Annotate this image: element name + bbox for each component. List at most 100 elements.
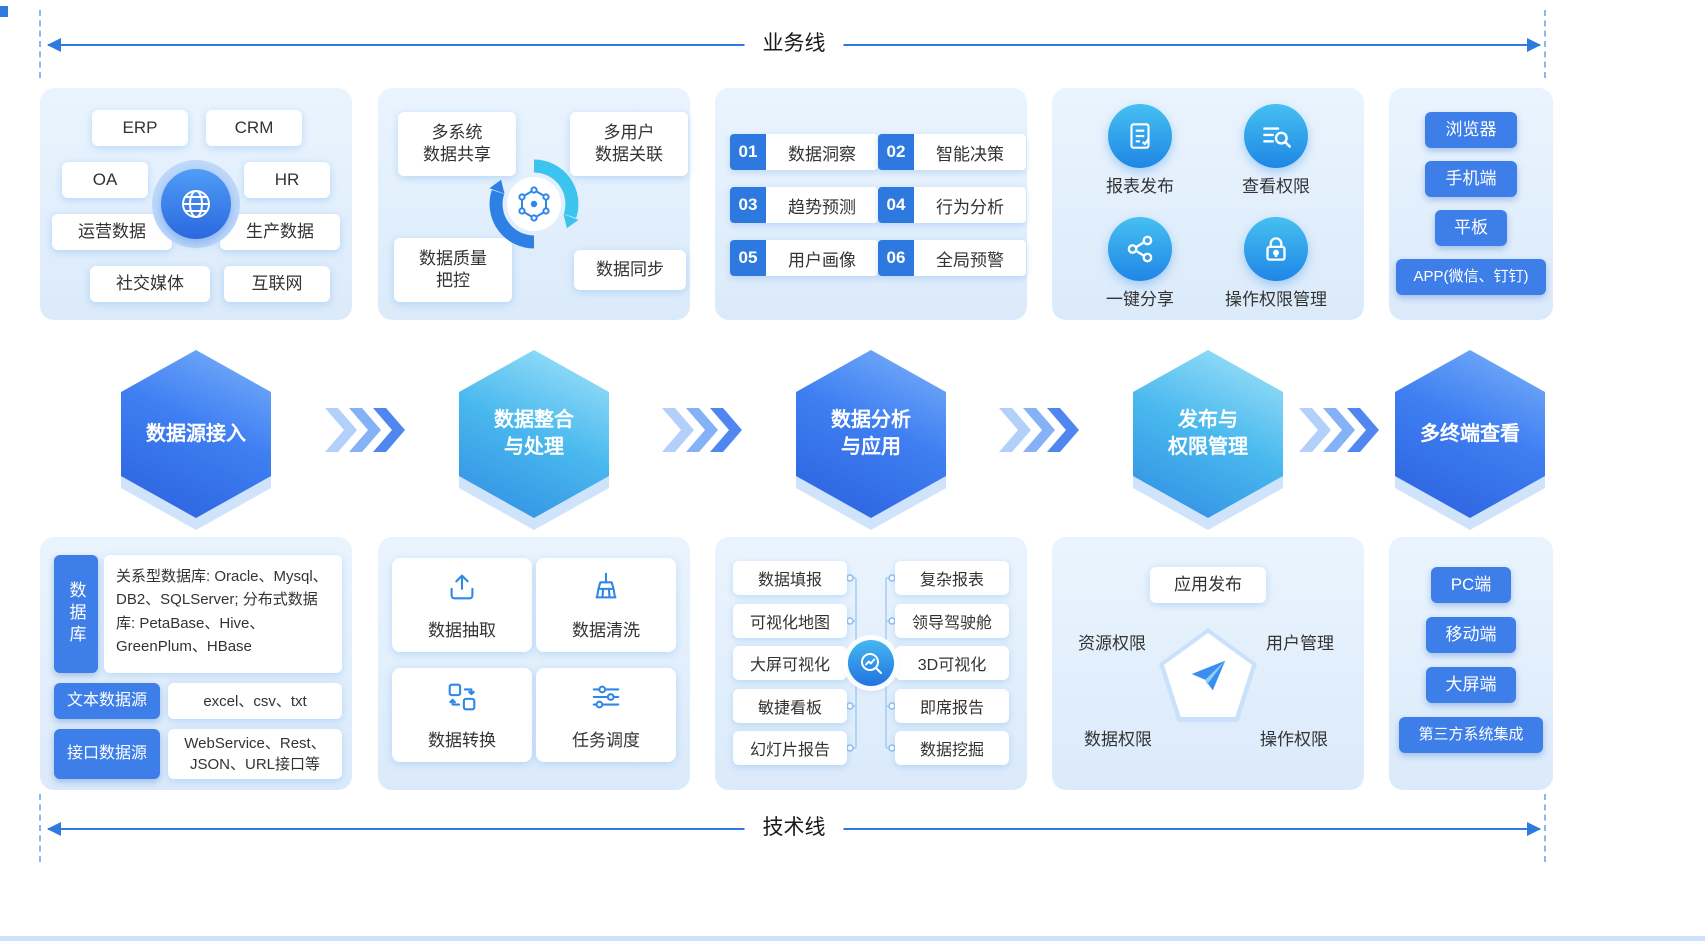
processing-card-label: 数据清洗 [572, 620, 640, 640]
app-chip: 即席报告 [895, 689, 1009, 723]
terminal-button: 手机端 [1425, 161, 1517, 197]
item-label: 智能决策 [914, 134, 1026, 170]
arrowhead-right-icon [1527, 822, 1541, 836]
stage-label-line: 与应用 [841, 436, 901, 458]
panel-terminals: 浏览器 手机端 平板 APP(微信、钉钉) [1389, 88, 1553, 320]
stage-label-line: 数据源接入 [146, 422, 246, 445]
publish-item-label: 报表发布 [1106, 177, 1174, 196]
business-line-label: 业务线 [744, 29, 844, 59]
app-chip: 大屏可视化 [733, 646, 847, 680]
network-icon [518, 186, 550, 222]
item-label: 用户画像 [766, 240, 878, 276]
stage-hexagon: 数据分析 与应用 [786, 346, 956, 532]
terminal-button: 浏览器 [1425, 112, 1517, 148]
stage-label-line: 发布与 [1178, 409, 1238, 431]
publish-item-label: 一键分享 [1106, 290, 1174, 309]
numbered-item: 03 趋势预测 [730, 187, 878, 223]
report-icon [1108, 104, 1172, 168]
permission-label: 资源权限 [1078, 634, 1146, 653]
client-button: 移动端 [1426, 617, 1516, 653]
panel-applications: 数据填报 可视化地图 大屏可视化 敏捷看板 幻灯片报告 复杂报表 领导驾驶舱 3… [715, 537, 1027, 790]
processing-card: 数据清洗 [536, 558, 676, 652]
lock-icon [1244, 217, 1308, 281]
app-chip: 数据填报 [733, 561, 847, 595]
technical-line-label: 技术线 [744, 813, 844, 843]
panel-data-sources: ERP CRM OA HR 运营数据 生产数据 社交媒体 互联网 [40, 88, 352, 320]
source-chip: 互联网 [224, 266, 330, 302]
arrowhead-right-icon [1527, 38, 1541, 52]
app-chip: 数据挖掘 [895, 731, 1009, 765]
item-label: 全局预警 [914, 240, 1026, 276]
item-label: 行为分析 [914, 187, 1026, 223]
panel-client-terminals: PC端 移动端 大屏端 第三方系统集成 [1389, 537, 1553, 790]
item-number: 01 [730, 134, 766, 170]
clean-icon [589, 570, 623, 609]
numbered-item: 06 全局预警 [878, 240, 1026, 276]
integration-chip-line: 数据共享 [423, 145, 491, 164]
chevron-arrow-icon [999, 408, 1079, 452]
paper-plane-icon [1164, 633, 1252, 717]
item-number: 06 [878, 240, 914, 276]
stage-hexagon-face: 数据源接入 [121, 350, 271, 518]
integration-chip-line: 多用户 [603, 122, 655, 142]
source-chip: 生产数据 [220, 214, 340, 250]
stage-hexagon-face: 多终端查看 [1395, 350, 1545, 518]
integration-chip: 多系统 数据共享 [398, 112, 516, 176]
schedule-icon [589, 680, 623, 719]
business-line-arrow: 业务线 [47, 29, 1541, 59]
panel-processing: 数据抽取 数据清洗 数据转换 [378, 537, 690, 790]
permission-label: 用户管理 [1266, 634, 1334, 653]
panel-publish-permissions: 报表发布 查看权限 一键分享 操作权限管理 [1052, 88, 1364, 320]
stage-label-line: 数据整合 [494, 409, 574, 431]
terminal-button: 平板 [1435, 210, 1507, 246]
dashed-end-line [1544, 10, 1546, 78]
chevron-arrow-icon [325, 408, 405, 452]
app-chip: 敏捷看板 [733, 689, 847, 723]
source-chip: 社交媒体 [90, 266, 210, 302]
client-button: 大屏端 [1426, 667, 1516, 703]
stage-label-line: 多终端查看 [1420, 422, 1520, 445]
integration-chip-line: 数据关联 [595, 145, 663, 164]
processing-card-label: 数据抽取 [428, 620, 496, 640]
stage-label-line: 权限管理 [1168, 436, 1248, 458]
processing-card-label: 任务调度 [572, 730, 640, 750]
permission-label: 操作权限 [1260, 730, 1328, 749]
source-chip: OA [62, 162, 148, 198]
arrowhead-left-icon [47, 822, 61, 836]
text-source-value: excel、csv、txt [168, 683, 342, 719]
processing-card: 任务调度 [536, 668, 676, 762]
numbered-item: 01 数据洞察 [730, 134, 878, 170]
globe-icon [161, 169, 231, 239]
numbered-item: 05 用户画像 [730, 240, 878, 276]
api-source-value: WebService、Rest、JSON、URL接口等 [168, 729, 342, 779]
client-button: 第三方系统集成 [1399, 717, 1543, 753]
database-list: 关系型数据库: Oracle、Mysql、DB2、SQLServer; 分布式数… [104, 555, 342, 673]
publish-item-label: 查看权限 [1242, 177, 1310, 196]
item-label: 数据洞察 [766, 134, 878, 170]
technical-line-arrow: 技术线 [47, 813, 1541, 843]
transform-icon [445, 680, 479, 719]
processing-card: 数据转换 [392, 668, 532, 762]
view-permission-icon [1244, 104, 1308, 168]
text-source-label: 文本数据源 [54, 683, 160, 719]
integration-chip: 数据同步 [574, 250, 686, 290]
chevron-arrow-icon [1299, 408, 1379, 452]
panel-integration: 多系统 数据共享 多用户 数据关联 数据质量 把控 数据同步 [378, 88, 690, 320]
stage-hexagon: 发布与 权限管理 [1123, 346, 1293, 532]
chevron-arrow-icon [662, 408, 742, 452]
publish-item-label: 操作权限管理 [1225, 290, 1327, 309]
share-icon [1108, 217, 1172, 281]
client-button: PC端 [1431, 567, 1511, 603]
panel-datasource-types: 数据库 关系型数据库: Oracle、Mysql、DB2、SQLServer; … [40, 537, 352, 790]
integration-chip: 多用户 数据关联 [570, 112, 688, 176]
dashed-end-line [39, 10, 41, 78]
bottom-strip [0, 936, 1705, 941]
dashed-end-line [1544, 794, 1546, 862]
permission-label: 数据权限 [1084, 730, 1152, 749]
api-source-label: 接口数据源 [54, 729, 160, 779]
arrowhead-left-icon [47, 38, 61, 52]
stage-hexagon: 数据整合 与处理 [449, 346, 619, 532]
stage-hexagon: 数据源接入 [111, 346, 281, 532]
analysis-center-icon [848, 640, 894, 686]
panel-analysis-capabilities: 01 数据洞察 02 智能决策 03 趋势预测 04 行为分析 05 用户画像 … [715, 88, 1027, 320]
